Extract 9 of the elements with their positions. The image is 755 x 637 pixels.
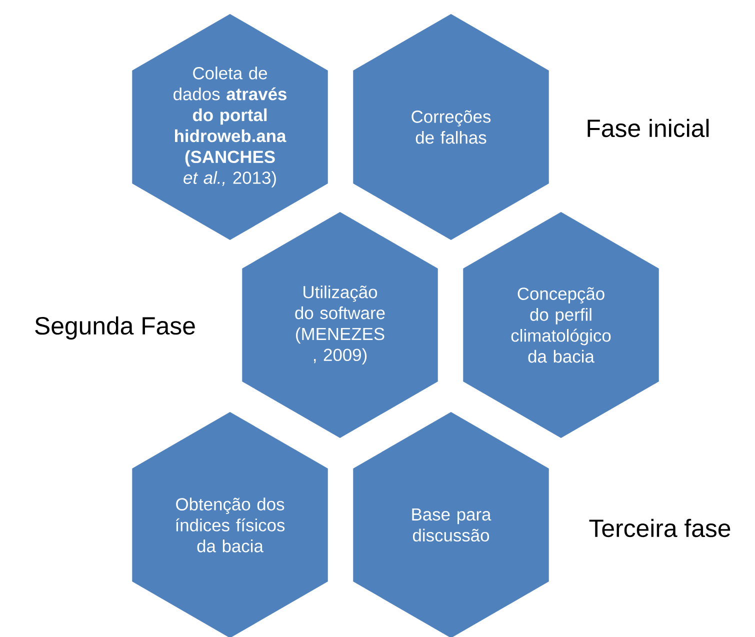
hexagon: Base para discussão	[353, 412, 549, 637]
phase-label: Fase inicial	[588, 118, 709, 138]
hexagon: Concepção do perfil climatológico da bacia	[463, 212, 659, 438]
hexagon: Correções de falhas	[353, 14, 549, 240]
hexagon: Utilização do software (MENEZES , 2009)	[242, 212, 438, 438]
phase-label: Terceira fase	[589, 518, 730, 538]
hexagon: Obtenção dos índices físicos da bacia	[132, 412, 328, 637]
hexagon: Coleta de dados através do portal hidroweb.ana (SANCHES et al., 2013)	[132, 14, 328, 240]
phase-label: Segunda Fase	[35, 316, 195, 340]
